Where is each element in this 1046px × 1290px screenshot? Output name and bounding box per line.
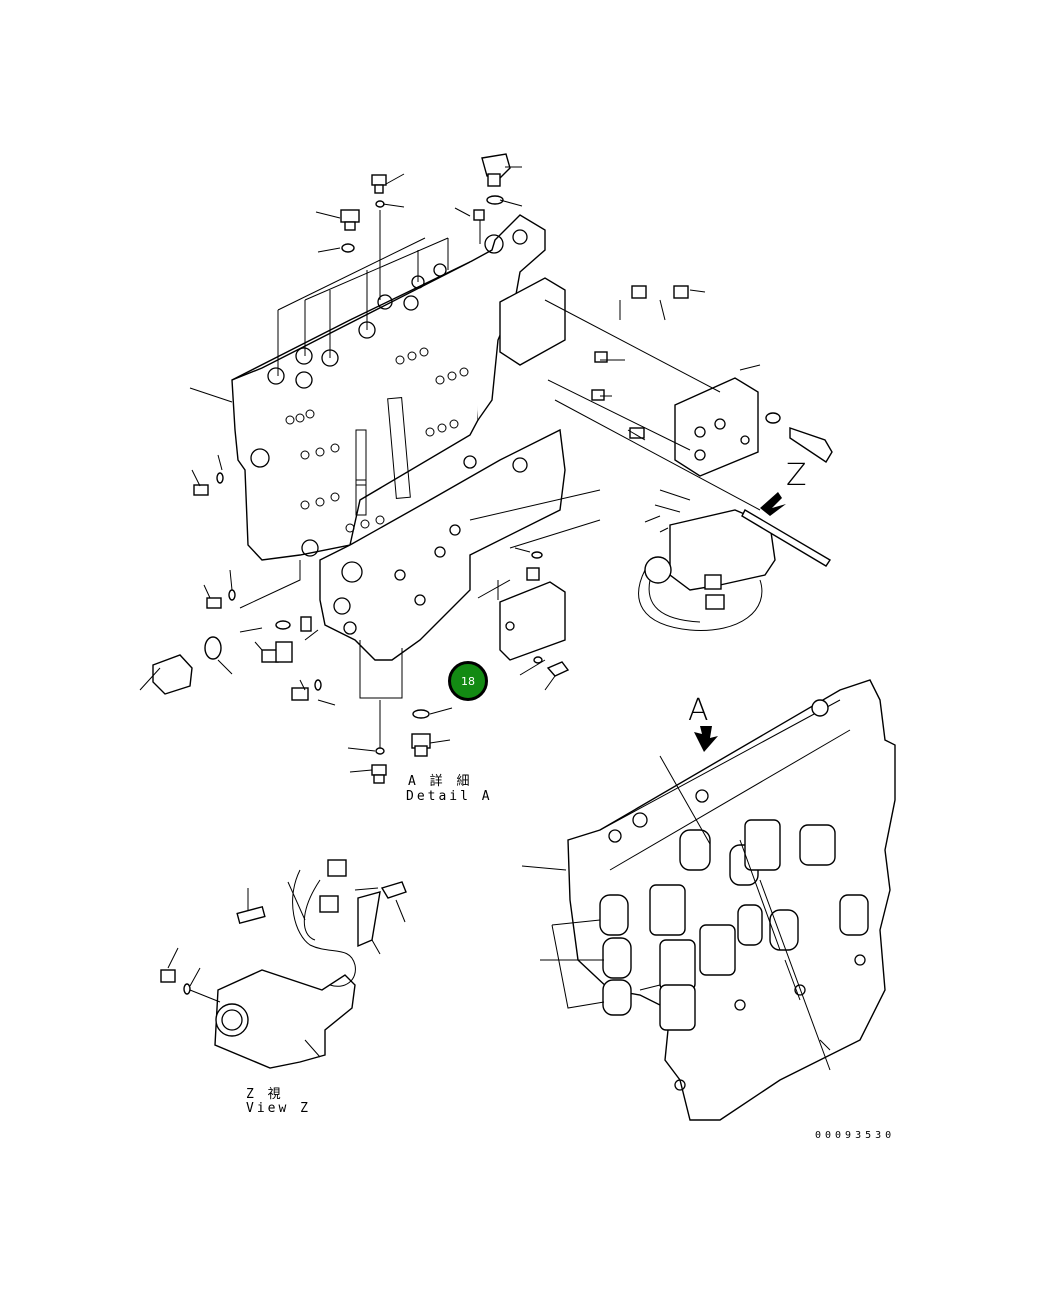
- drawing-number: 00093530: [815, 1130, 896, 1141]
- control-valve-main-body: [231, 210, 566, 661]
- view-marker-a: A: [688, 693, 709, 728]
- view-a-arrow: [694, 726, 718, 752]
- view-z-arrow: [760, 492, 786, 516]
- view-z-label-en: View Z: [246, 1101, 311, 1116]
- valve-overview-assembly: [521, 679, 896, 1121]
- view-marker-z: Z: [786, 458, 807, 493]
- detail-a-label-en: Detail A: [406, 789, 493, 804]
- solenoid-valve-upper: [638, 489, 831, 631]
- view-z-solenoid: [160, 859, 407, 1069]
- top-fittings: [315, 153, 523, 253]
- detail-a-label-jp: A 詳 細: [408, 774, 473, 789]
- callout-18[interactable]: 18: [448, 661, 488, 701]
- pilot-block-assembly: [499, 277, 833, 511]
- left-fittings: [139, 387, 336, 706]
- bottom-fittings: [347, 489, 601, 784]
- view-z-label-jp: Z 視: [246, 1087, 284, 1102]
